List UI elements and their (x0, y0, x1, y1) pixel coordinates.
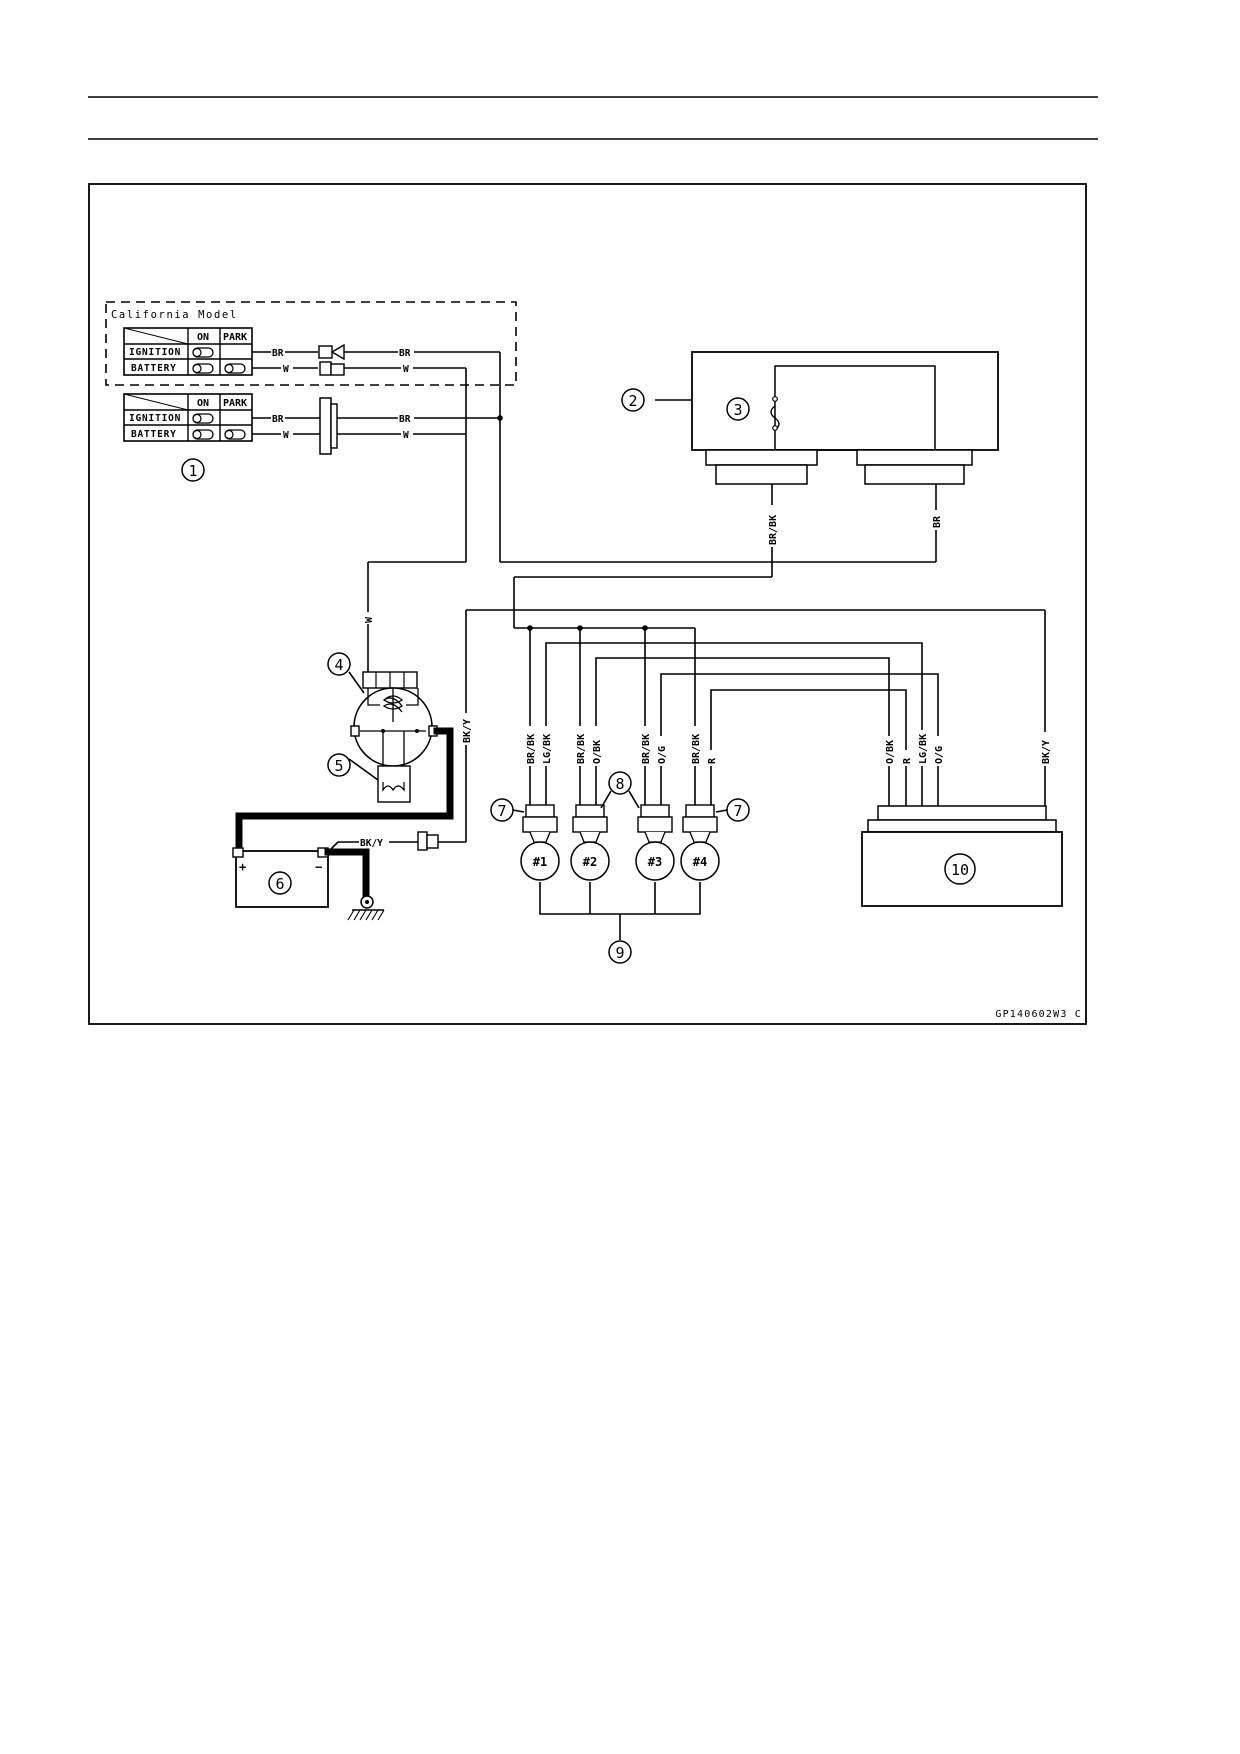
wire-label-inj1-lg-bk: LG/BK (542, 734, 553, 764)
col-on-label: ON (197, 398, 209, 409)
wire-label-w-relay: W (364, 616, 375, 623)
injector-4: #4 (680, 804, 720, 881)
wire-label-br-std-right: BR (399, 414, 411, 425)
svg-text:3: 3 (733, 401, 742, 419)
wire-label-br-jb: BR (932, 515, 943, 528)
svg-text:5: 5 (334, 757, 343, 775)
wire-label-br-cal-left: BR (272, 348, 284, 359)
wire-label-ecu-lg-bk: LG/BK (918, 734, 929, 764)
wire-label-br-bk-jb: BR/BK (768, 515, 779, 545)
california-model-outline (105, 301, 517, 386)
callout-7-right: 7 (726, 798, 750, 822)
row-ignition-label: IGNITION (129, 347, 181, 358)
wire-label-inj2-o-bk: O/BK (592, 740, 603, 764)
fuse-icon (770, 405, 780, 431)
wire-label-inj2-br-bk: BR/BK (576, 734, 587, 764)
wire-label-ecu-bk-y: BK/Y (1041, 740, 1052, 764)
callout-7-left: 7 (490, 798, 514, 822)
callout-8: 8 (608, 771, 632, 795)
wire-label-ecu-r: R (902, 757, 913, 764)
row-battery-label: BATTERY (131, 429, 177, 440)
svg-text:1: 1 (188, 462, 197, 480)
ignition-switch-table-california: ON PARK IGNITION BATTERY (123, 327, 253, 376)
callout-2: 2 (621, 388, 645, 412)
wire-label-w-std-right: W (403, 430, 409, 441)
wire-label-ecu-o-g: O/G (934, 746, 945, 764)
starter-relay (350, 671, 438, 803)
callout-4: 4 (327, 652, 351, 676)
wire-label-w-cal-left: W (283, 364, 289, 375)
wire-label-br-std-left: BR (272, 414, 284, 425)
wire-label-inj4-r: R (707, 757, 718, 764)
ignition-switch-table: ON PARK IGNITION BATTERY (123, 393, 253, 442)
wire-label-inj1-br-bk: BR/BK (526, 734, 537, 764)
svg-text:7: 7 (733, 802, 742, 820)
callout-5: 5 (327, 753, 351, 777)
wire-label-inj3-o-g: O/G (657, 746, 668, 764)
callout-1: 1 (181, 458, 205, 482)
injector-1: #1 (520, 804, 560, 881)
wire-label-inj4-br-bk: BR/BK (691, 734, 702, 764)
injector-label: #2 (583, 855, 597, 869)
callout-3: 3 (726, 397, 750, 421)
wire-label-br-cal-right: BR (399, 348, 411, 359)
col-park-label: PARK (223, 332, 247, 343)
col-on-label: ON (197, 332, 209, 343)
wire-label-w-cal-right: W (403, 364, 409, 375)
injector-label: #3 (648, 855, 662, 869)
figure-code: GP140602W3 C (995, 1009, 1082, 1020)
figure-frame (88, 183, 1087, 1025)
battery-plus: + (239, 860, 246, 874)
wire-label-bk-y-vertical: BK/Y (462, 719, 473, 743)
callout-6: 6 (268, 871, 292, 895)
callout-10: 10 (944, 853, 976, 885)
svg-text:2: 2 (628, 392, 637, 410)
row-battery-label: BATTERY (131, 363, 177, 374)
svg-text:10: 10 (951, 861, 969, 879)
svg-text:9: 9 (615, 944, 624, 962)
wire-label-ecu-o-bk: O/BK (885, 740, 896, 764)
california-model-label: California Model (111, 309, 238, 321)
row-ignition-label: IGNITION (129, 413, 181, 424)
injector-2: #2 (570, 804, 610, 881)
svg-text:6: 6 (275, 875, 284, 893)
svg-text:4: 4 (334, 656, 343, 674)
ignition-connector (319, 397, 332, 455)
wire-label-w-std-left: W (283, 430, 289, 441)
callout-9: 9 (608, 940, 632, 964)
ground-icon (347, 895, 385, 921)
svg-text:8: 8 (615, 775, 624, 793)
injector-label: #1 (533, 855, 547, 869)
svg-text:7: 7 (497, 802, 506, 820)
wire-label-bk-y-battery: BK/Y (360, 838, 383, 849)
wire-label-inj3-br-bk: BR/BK (641, 734, 652, 764)
battery-minus: − (315, 860, 322, 874)
injector-3: #3 (635, 804, 675, 881)
injector-label: #4 (693, 855, 707, 869)
col-park-label: PARK (223, 398, 247, 409)
